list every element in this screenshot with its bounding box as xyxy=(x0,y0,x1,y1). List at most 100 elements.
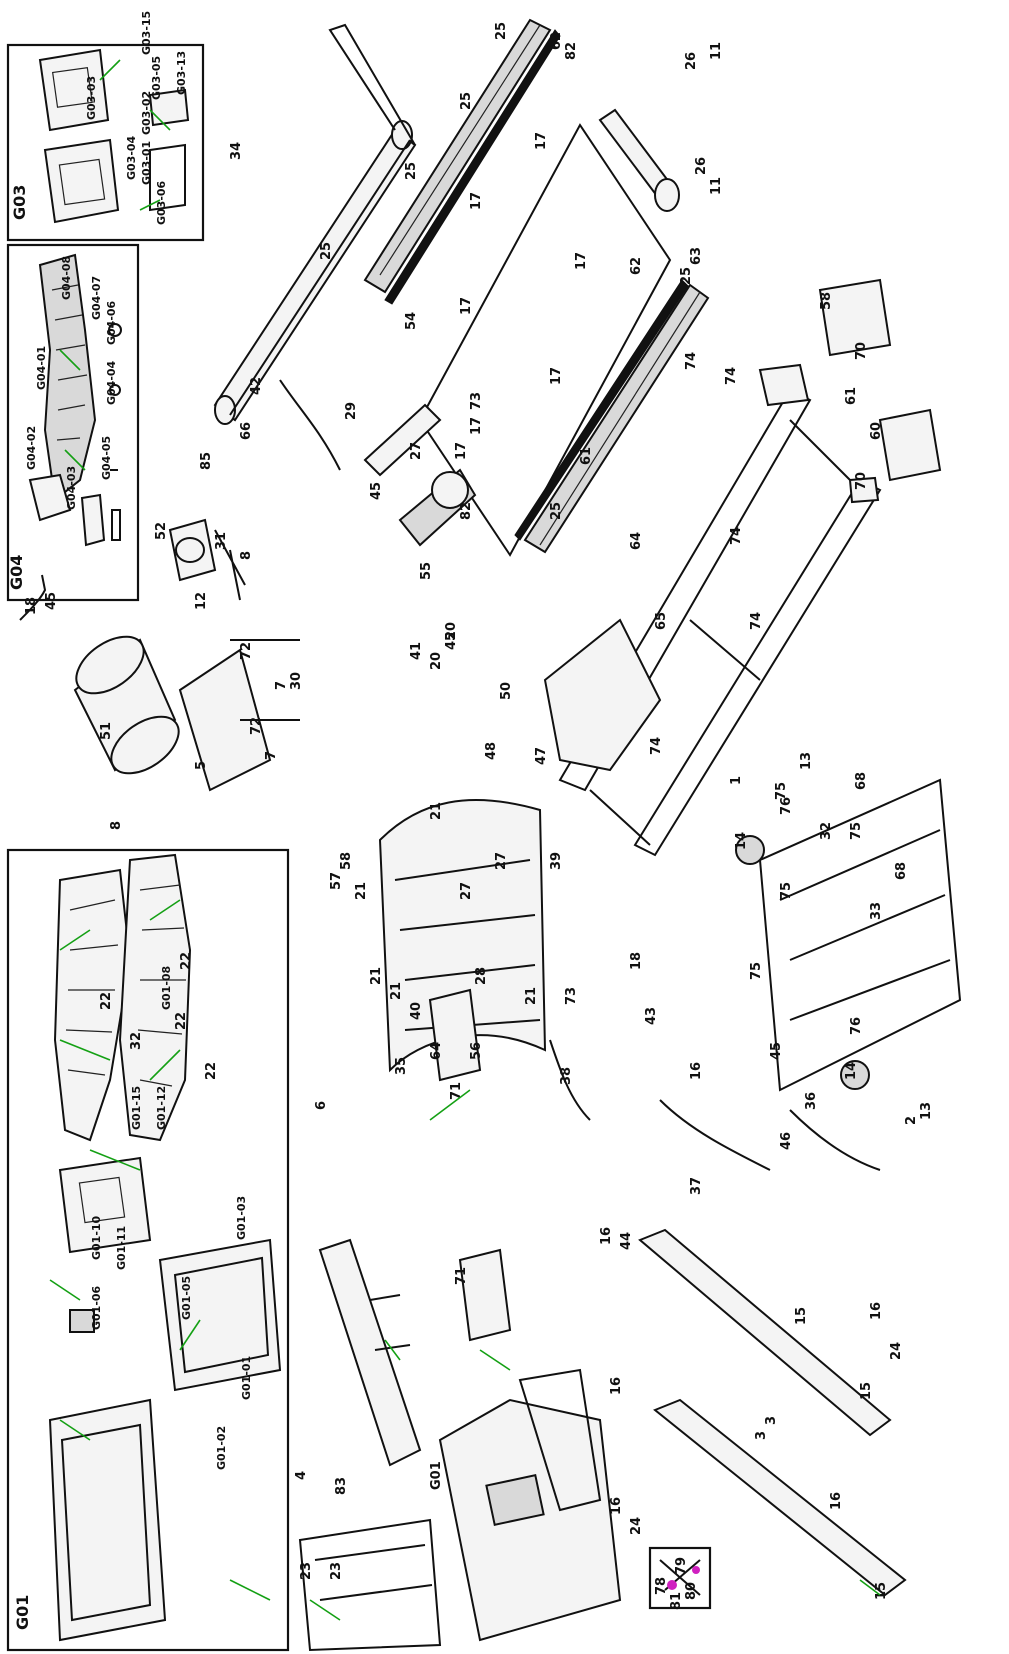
part-label: 11 xyxy=(709,42,724,60)
part-label: 3 xyxy=(764,1416,779,1425)
part-label: G01-03 xyxy=(235,1196,248,1240)
part-label: G04-06 xyxy=(105,300,118,345)
part-label: 25 xyxy=(494,22,509,40)
part-label: G03-06 xyxy=(155,180,168,225)
part-label: 76 xyxy=(779,797,794,815)
part-label: 20 xyxy=(444,622,459,640)
leader-line xyxy=(59,349,81,371)
part-label: 18 xyxy=(24,597,39,615)
part-label: G03-05 xyxy=(150,56,163,100)
part-label: 16 xyxy=(599,1227,614,1245)
part-label: 22 xyxy=(204,1062,219,1080)
part-label: 73 xyxy=(564,987,579,1005)
part-label: 25 xyxy=(459,92,474,110)
part-label: 56 xyxy=(469,1042,484,1060)
leader-line xyxy=(859,1579,881,1596)
part-label: 71 xyxy=(449,1082,464,1100)
leader-line xyxy=(384,1339,401,1361)
part-label: 38 xyxy=(559,1067,574,1085)
leader-line xyxy=(64,449,86,471)
part-label: 17 xyxy=(459,297,474,315)
part-label: 64 xyxy=(629,532,644,550)
part-label: 16 xyxy=(689,1062,704,1080)
part-label: 21 xyxy=(429,802,444,820)
part-label: 79 xyxy=(674,1557,689,1575)
part-label: G03-03 xyxy=(85,76,98,120)
part-label: G04-04 xyxy=(105,360,118,405)
part-label: G01-05 xyxy=(180,1276,193,1320)
part-label: 76 xyxy=(849,1017,864,1035)
part-label: 22 xyxy=(174,1012,189,1030)
part-label: G01-10 xyxy=(90,1215,103,1260)
part-label: 16 xyxy=(869,1302,884,1320)
leader-line xyxy=(309,1599,341,1621)
uprights xyxy=(638,1228,907,1597)
part-label: G03-04 xyxy=(125,135,138,180)
part-label: 37 xyxy=(689,1177,704,1195)
part-label: 27 xyxy=(494,852,509,870)
part-label: 55 xyxy=(419,562,434,580)
inset-box-g04: G04 xyxy=(6,243,140,602)
part-label: 43 xyxy=(644,1007,659,1025)
part-label: 11 xyxy=(709,177,724,195)
part-label: 68 xyxy=(894,862,909,880)
part-label: 25 xyxy=(319,242,334,260)
part-label: 50 xyxy=(499,682,514,700)
motor-cover xyxy=(378,799,547,1073)
part-label: G04-07 xyxy=(90,276,103,320)
part-label: 24 xyxy=(889,1342,904,1360)
part-label: 23 xyxy=(299,1562,314,1580)
leader-line xyxy=(139,199,161,211)
part-label: 1 xyxy=(729,776,744,785)
part-label: 17 xyxy=(549,367,564,385)
part-label: 15 xyxy=(794,1307,809,1325)
part-label: 83 xyxy=(334,1477,349,1495)
part-label: G01-06 xyxy=(90,1285,103,1330)
part-label: 31 xyxy=(214,532,229,550)
part-label: 12 xyxy=(194,592,209,610)
part-label: 74 xyxy=(684,352,699,370)
part-label: 35 xyxy=(394,1057,409,1075)
part-label: 14 xyxy=(844,1062,859,1080)
part-label: 82 xyxy=(459,502,474,520)
part-label: 39 xyxy=(549,852,564,870)
leader-line xyxy=(229,1579,271,1601)
part-label: 58 xyxy=(819,292,834,310)
incline-motor xyxy=(168,518,246,601)
part-label: 22 xyxy=(179,952,194,970)
part-label: G01-08 xyxy=(160,966,173,1010)
part-label: 68 xyxy=(854,772,869,790)
part-label: 45 xyxy=(769,1042,784,1060)
part-label: G03-15 xyxy=(140,11,153,55)
part-label: 4 xyxy=(294,1471,309,1480)
control-strip xyxy=(318,1238,422,1467)
part-label: 20 xyxy=(429,652,444,670)
leader-line xyxy=(89,1149,141,1171)
leader-lines xyxy=(49,59,881,1621)
part-label: G03-01 xyxy=(140,141,153,185)
part-label: 16 xyxy=(609,1377,624,1395)
part-label: 61 xyxy=(579,447,594,465)
part-label: 16 xyxy=(609,1497,624,1515)
incline-frame xyxy=(735,778,962,1092)
part-label: 14 xyxy=(734,832,749,850)
part-label: 17 xyxy=(534,132,549,150)
part-label: 24 xyxy=(629,1517,644,1535)
part-label: 51 xyxy=(99,722,114,740)
part-label: 28 xyxy=(474,967,489,985)
part-label: 21 xyxy=(389,982,404,1000)
cables xyxy=(19,379,881,1171)
part-label: G01-15 xyxy=(130,1086,143,1130)
part-label: 27 xyxy=(409,442,424,460)
part-label: 66 xyxy=(239,422,254,440)
part-label: 70 xyxy=(854,472,869,490)
leader-line xyxy=(59,1419,91,1441)
leader-line xyxy=(59,1039,111,1061)
leader-line xyxy=(149,1049,181,1081)
drive-motor xyxy=(73,635,180,775)
part-label: G01 xyxy=(429,1461,444,1490)
part-label: 8 xyxy=(239,551,254,560)
part-label: G01-11 xyxy=(115,1226,128,1270)
